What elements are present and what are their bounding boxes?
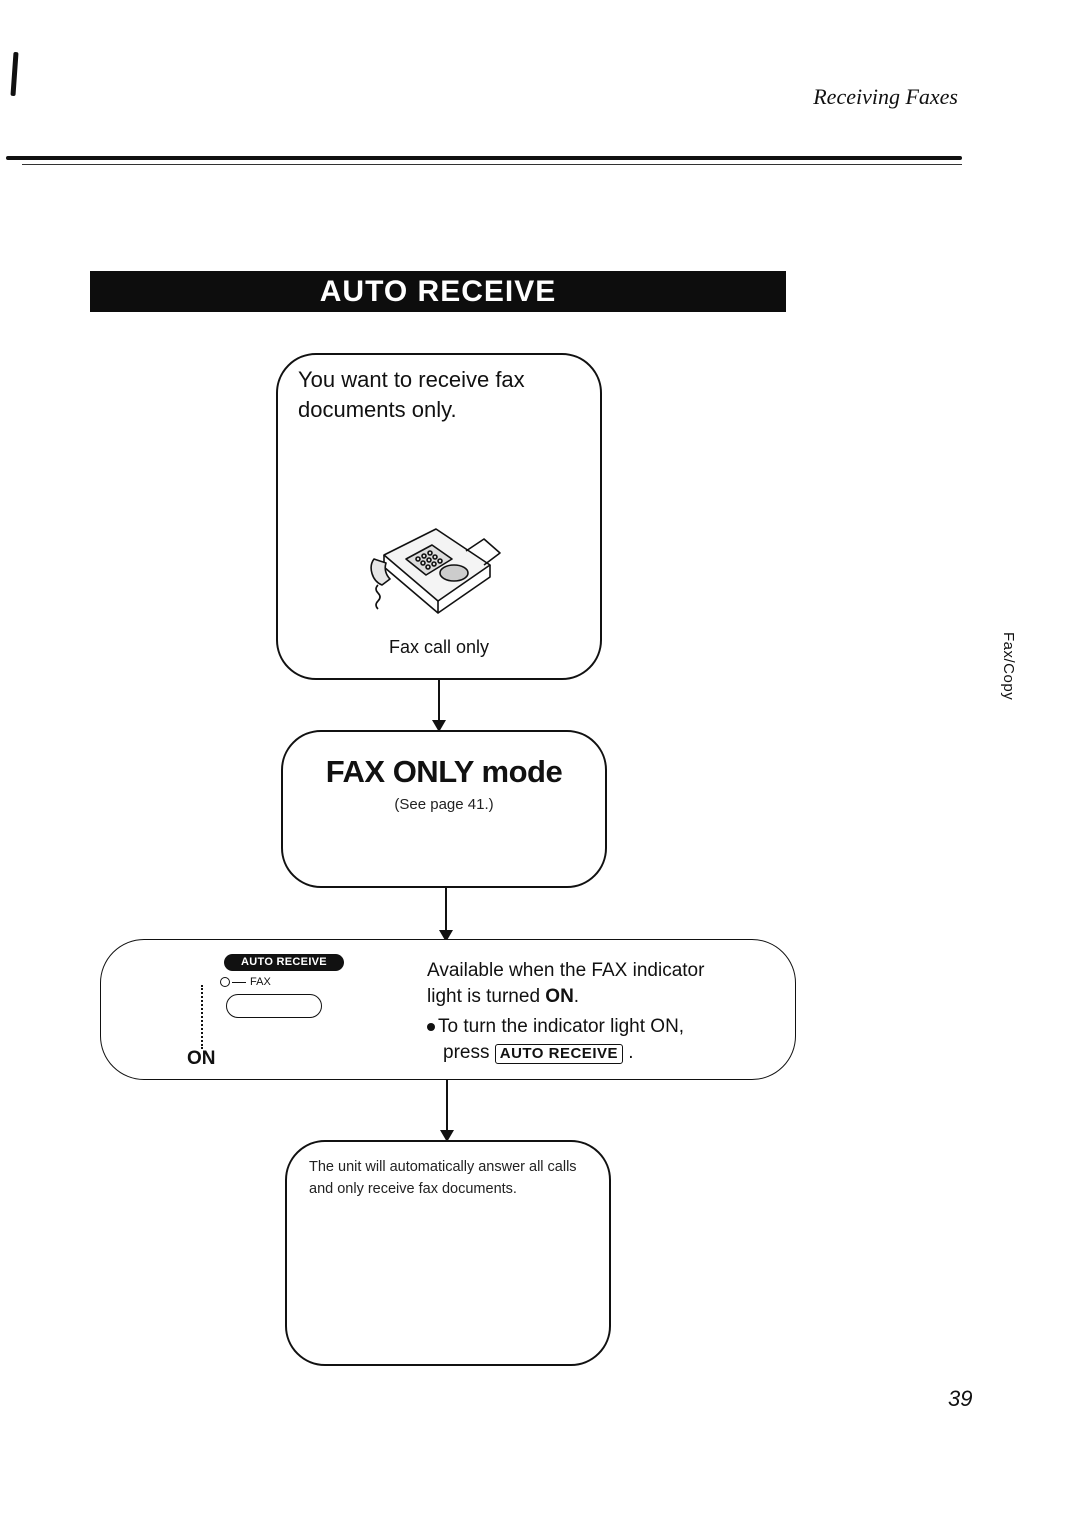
- availability-line: Available when the FAX indicator: [427, 960, 705, 981]
- mode-box: FAX ONLY mode (See page 41.): [281, 730, 607, 888]
- mode-title: FAX ONLY mode: [325, 754, 563, 789]
- condition-caption: Fax call only: [388, 637, 490, 657]
- bullet-item: To turn the indicator light ON,: [427, 1014, 767, 1040]
- flow-arrow: [440, 1080, 454, 1142]
- header-rule: [6, 156, 962, 160]
- instruction-text: Available when the FAX indicator light i…: [427, 958, 767, 1066]
- side-tab-fax-copy: Fax/Copy: [1000, 632, 1017, 701]
- panel-button-illustration: [226, 994, 322, 1018]
- section-header: Receiving Faxes: [813, 84, 958, 109]
- auto-receive-banner: AUTO RECEIVE: [90, 271, 786, 312]
- fax-indicator-icon: [220, 977, 230, 987]
- condition-title: You want to receive fax documents only.: [298, 367, 525, 422]
- on-label: ON: [187, 1048, 216, 1069]
- auto-receive-key-label: AUTO RECEIVE: [494, 1044, 623, 1064]
- auto-receive-button-illustration: AUTO RECEIVE: [224, 954, 344, 971]
- page-number: 39: [948, 1386, 973, 1411]
- margin-mark: [10, 51, 19, 97]
- result-text: The unit will automatically answer all c…: [309, 1159, 577, 1197]
- instruction-box: AUTO RECEIVE FAX ON Available when the F…: [100, 939, 796, 1080]
- header-rule-thin: [22, 164, 962, 165]
- bullet-icon: [427, 1022, 435, 1031]
- press-line: press AUTO RECEIVE .: [443, 1042, 634, 1064]
- result-box: The unit will automatically answer all c…: [285, 1140, 611, 1366]
- flow-arrow: [432, 680, 446, 732]
- condition-box: You want to receive fax documents only. …: [276, 353, 602, 680]
- flow-arrow: [439, 888, 453, 942]
- availability-line-2: light is turned ON.: [427, 986, 580, 1007]
- indicator-leader-line: [232, 982, 246, 983]
- indicator-label: FAX: [250, 976, 271, 988]
- page-reference: (See page 41.): [394, 796, 494, 813]
- fax-machine-icon: [370, 528, 501, 614]
- dotted-leader: [201, 985, 203, 1049]
